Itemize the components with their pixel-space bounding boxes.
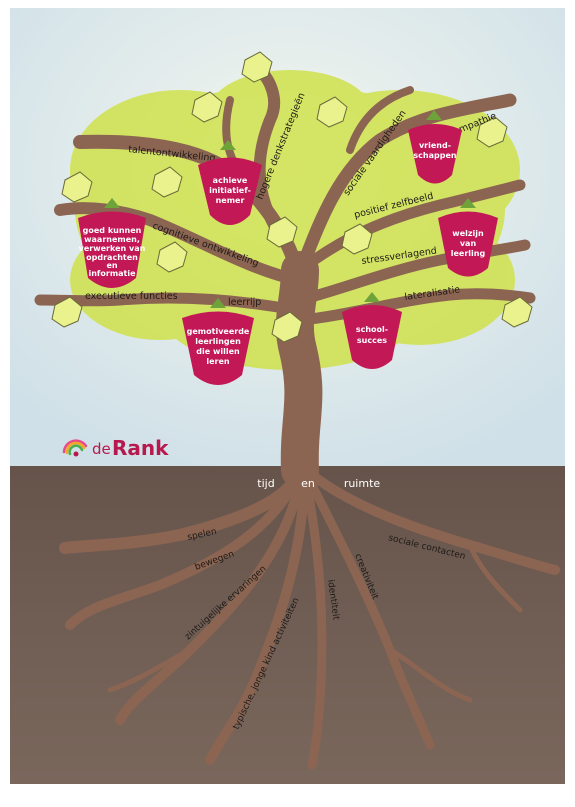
grape-label-goed-kunnen-2: waarnemen, (84, 235, 140, 244)
grape-label-goed-kunnen-3: verwerken van (79, 244, 146, 253)
soil-text-tijd: tijd (257, 477, 274, 490)
grape-label-gemotiveerde-4: leren (206, 357, 230, 366)
grape-cluster-goed-kunnen: goed kunnen waarnemen, verwerken van opd… (78, 198, 146, 288)
grape-label-vriendschappen-2: schappen (413, 151, 456, 160)
grape-cluster-schoolsucces: school- succes (342, 292, 402, 369)
grape-label-welzijn-1: welzijn (452, 229, 484, 238)
grape-cluster-vriendschappen: vriend- schappen (408, 110, 462, 184)
grape-label-gemotiveerde-3: die willen (196, 347, 240, 356)
grape-label-schoolsucces-1: school- (356, 325, 388, 334)
grape-label-achieve-2: initiatief- (209, 186, 251, 195)
vine-leaves (51, 51, 533, 343)
branch-label-leerrijp: leerrijp (228, 297, 261, 308)
grape-cluster-welzijn: welzijn van leerling (438, 198, 498, 277)
grape-label-goed-kunnen-6: informatie (88, 269, 136, 278)
grape-label-schoolsucces-2: succes (357, 336, 387, 345)
rainbow-icon (62, 439, 88, 457)
trunk-and-branches (34, 64, 536, 489)
grape-cluster-achieve: achieve initiatief- nemer (198, 140, 262, 225)
grape-label-goed-kunnen-1: goed kunnen (83, 226, 142, 235)
grape-label-gemotiveerde-2: leerlingen (195, 337, 241, 346)
soil-text-ruimte: ruimte (344, 477, 381, 490)
grape-cluster-gemotiveerde: gemotiveerde leerlingen die willen leren (182, 298, 254, 385)
de-rank-logo: de Rank (62, 436, 169, 460)
grape-label-welzijn-3: leerling (451, 249, 486, 258)
soil-text-en: en (301, 477, 315, 490)
grape-label-goed-kunnen-4: opdrachten (86, 253, 138, 262)
grape-label-gemotiveerde-1: gemotiveerde (187, 327, 250, 336)
roots (59, 464, 560, 770)
grape-label-vriendschappen-1: vriend- (419, 141, 451, 150)
grape-label-goed-kunnen-5: en (106, 261, 117, 270)
logo-name: Rank (112, 436, 169, 460)
soil-text: tijd en ruimte (257, 477, 380, 490)
branch-label-executieve-functies: executieve functies (85, 291, 178, 302)
grape-label-achieve-1: achieve (213, 176, 248, 185)
logo-prefix: de (92, 440, 111, 458)
grape-label-welzijn-2: van (460, 239, 477, 248)
grape-label-achieve-3: nemer (216, 196, 245, 205)
